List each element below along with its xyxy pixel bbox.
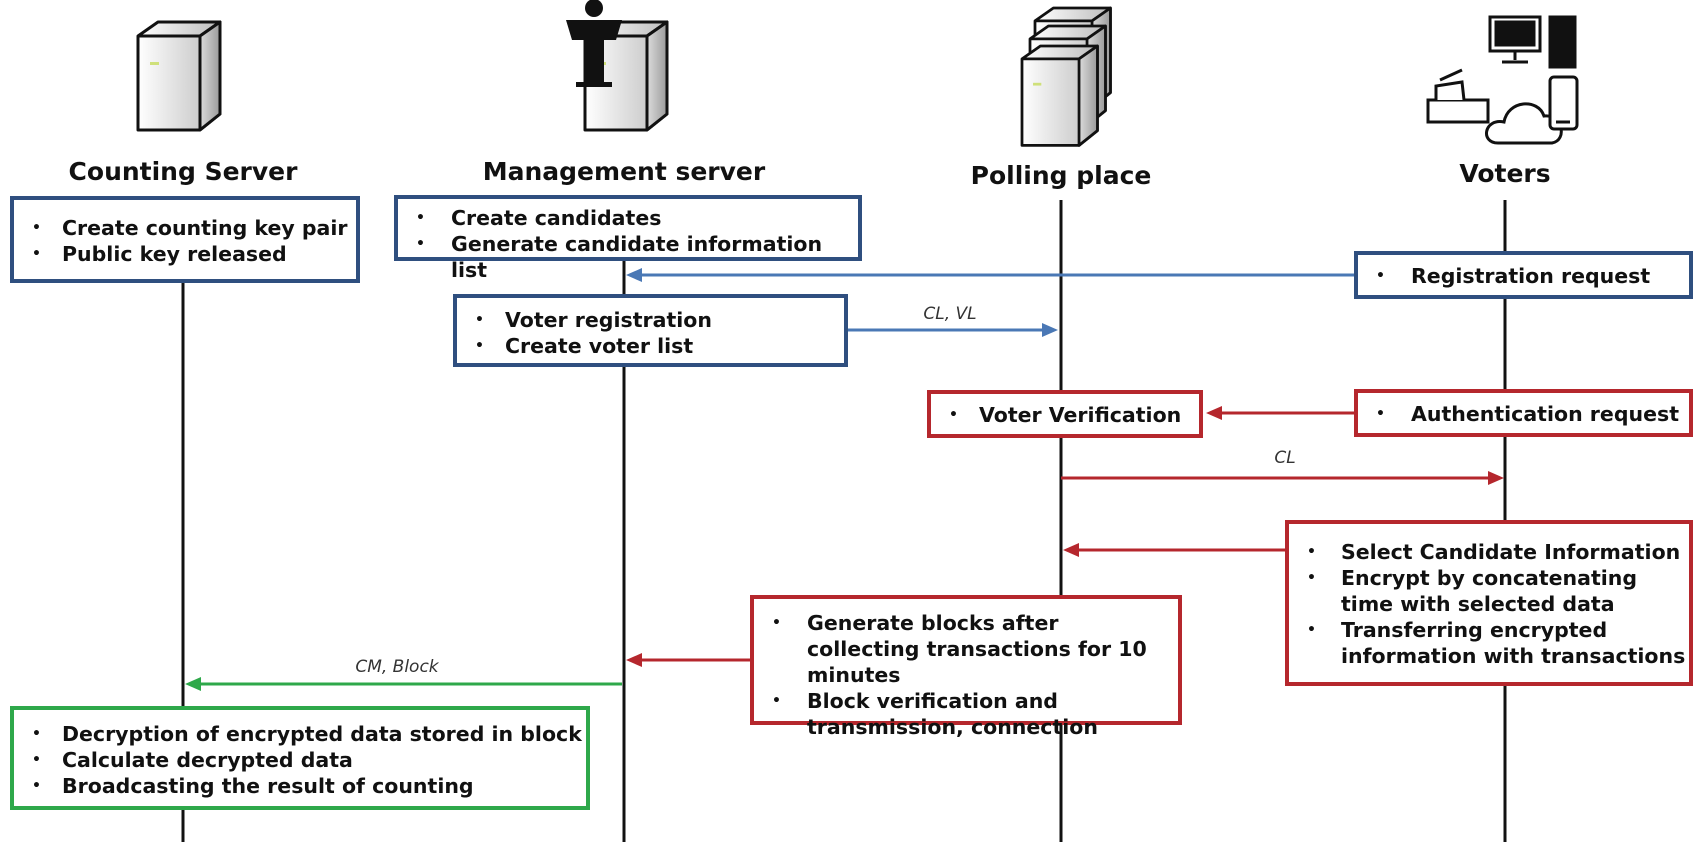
message-label-cl-vl: CL, VL: [923, 304, 976, 324]
box-authentication-request: Authentication request: [1354, 389, 1693, 437]
server-with-podium-icon: [566, 0, 669, 132]
list-item: Select Candidate Information: [1289, 539, 1689, 565]
server-stack-icon: [1020, 6, 1112, 147]
list-item: Create candidates: [398, 205, 858, 231]
server-icon: [136, 20, 222, 132]
list-item: Transferring encrypted information with …: [1289, 617, 1689, 669]
list-item: Authentication request: [1358, 401, 1689, 427]
list-item: Decryption of encrypted data stored in b…: [14, 721, 586, 747]
box-block-generation: Generate blocks after collecting transac…: [750, 595, 1182, 739]
box-voter-registration: Voter registration Create voter list: [453, 294, 848, 367]
ballot-box-computer-phone-cloud-icon: [1426, 15, 1579, 145]
arrow-block: [626, 653, 751, 667]
actor-title-counting: Counting Server: [69, 157, 299, 186]
actor-title-polling: Polling place: [971, 161, 1152, 190]
list-item: Encrypt by concatenating time with selec…: [1289, 565, 1689, 617]
arrow-cl: [1061, 471, 1504, 485]
list-item: Public key released: [14, 241, 356, 267]
box-management-setup: Create candidates Generate candidate inf…: [394, 195, 862, 282]
box-counting: Decryption of encrypted data stored in b…: [10, 706, 590, 810]
list-item: Generate candidate information list: [398, 231, 858, 283]
box-voting: Select Candidate Information Encrypt by …: [1285, 520, 1693, 686]
list-item: Block verification and transmission, con…: [754, 688, 1178, 740]
box-registration-request: Registration request: [1354, 251, 1693, 299]
actor-title-management: Management server: [483, 157, 766, 186]
list-item: Registration request: [1358, 263, 1689, 289]
list-item: Create counting key pair: [14, 215, 356, 241]
list-item: Calculate decrypted data: [14, 747, 586, 773]
arrow-authentication-request: [1206, 406, 1355, 420]
list-item: Broadcasting the result of counting: [14, 773, 586, 799]
message-label-cm-block: CM, Block: [355, 657, 439, 677]
box-voter-verification: Voter Verification: [927, 390, 1203, 438]
list-item: Voter registration: [457, 307, 844, 333]
arrow-cm-block: [185, 677, 622, 691]
arrow-encrypted-vote: [1063, 543, 1285, 557]
arrow-cl-vl: [847, 323, 1058, 337]
box-counting-setup: Create counting key pair Public key rele…: [10, 196, 360, 283]
list-item: Generate blocks after collecting transac…: [754, 610, 1178, 688]
message-label-cl: CL: [1274, 448, 1295, 468]
list-item: Create voter list: [457, 333, 844, 359]
actor-title-voters: Voters: [1459, 159, 1550, 188]
list-item: Voter Verification: [931, 402, 1199, 428]
